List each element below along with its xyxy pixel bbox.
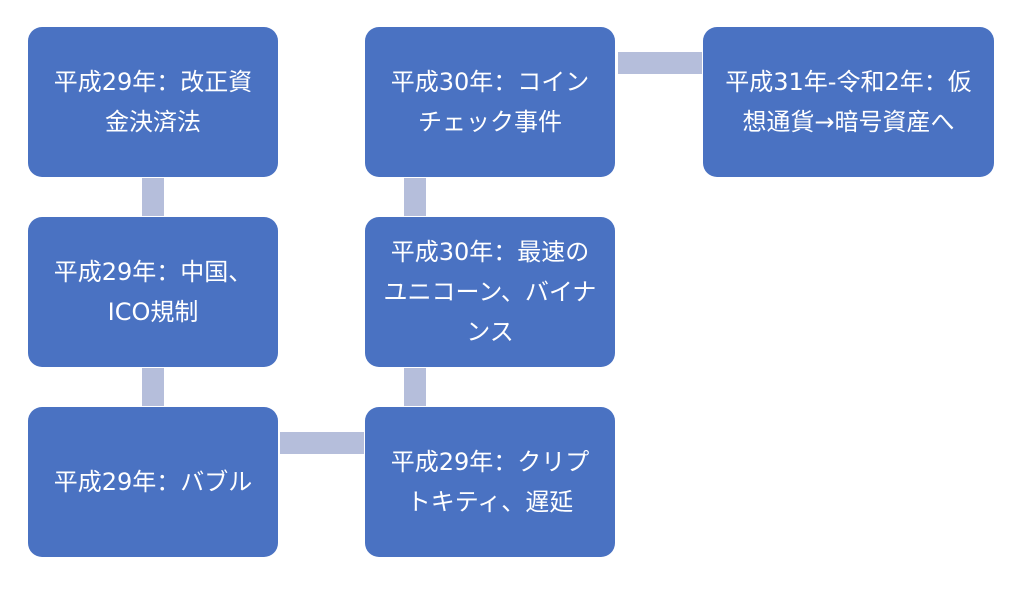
node-revised-payment-services-act: 平成29年：改正資金決済法 [28, 27, 278, 177]
node-label: 平成29年：バブル [53, 468, 253, 496]
connector-b3-b4 [280, 432, 364, 454]
node-binance-unicorn: 平成30年：最速のユニコーン、バイナンス [365, 217, 615, 367]
node-label: 平成30年：最速のユニコーン、バイナンス [383, 238, 597, 346]
node-bubble: 平成29年：バブル [28, 407, 278, 557]
node-label: 平成31年-令和2年：仮想通貨→暗号資産へ [725, 68, 972, 136]
connector-b1-b2 [142, 178, 164, 216]
node-cryptokitties-delay: 平成29年：クリプトキティ、遅延 [365, 407, 615, 557]
node-china-ico-regulation: 平成29年：中国、ICO規制 [28, 217, 278, 367]
node-label: 平成30年：コインチェック事件 [390, 68, 590, 136]
node-label: 平成29年：中国、ICO規制 [53, 258, 253, 326]
connector-b5-b6 [404, 178, 426, 216]
connector-b6-b7 [618, 52, 702, 74]
node-label: 平成29年：クリプトキティ、遅延 [390, 448, 590, 516]
connector-b4-b5 [404, 368, 426, 406]
node-coincheck-incident: 平成30年：コインチェック事件 [365, 27, 615, 177]
connector-b2-b3 [142, 368, 164, 406]
node-virtual-to-crypto-asset: 平成31年-令和2年：仮想通貨→暗号資産へ [703, 27, 994, 177]
node-label: 平成29年：改正資金決済法 [53, 68, 253, 136]
